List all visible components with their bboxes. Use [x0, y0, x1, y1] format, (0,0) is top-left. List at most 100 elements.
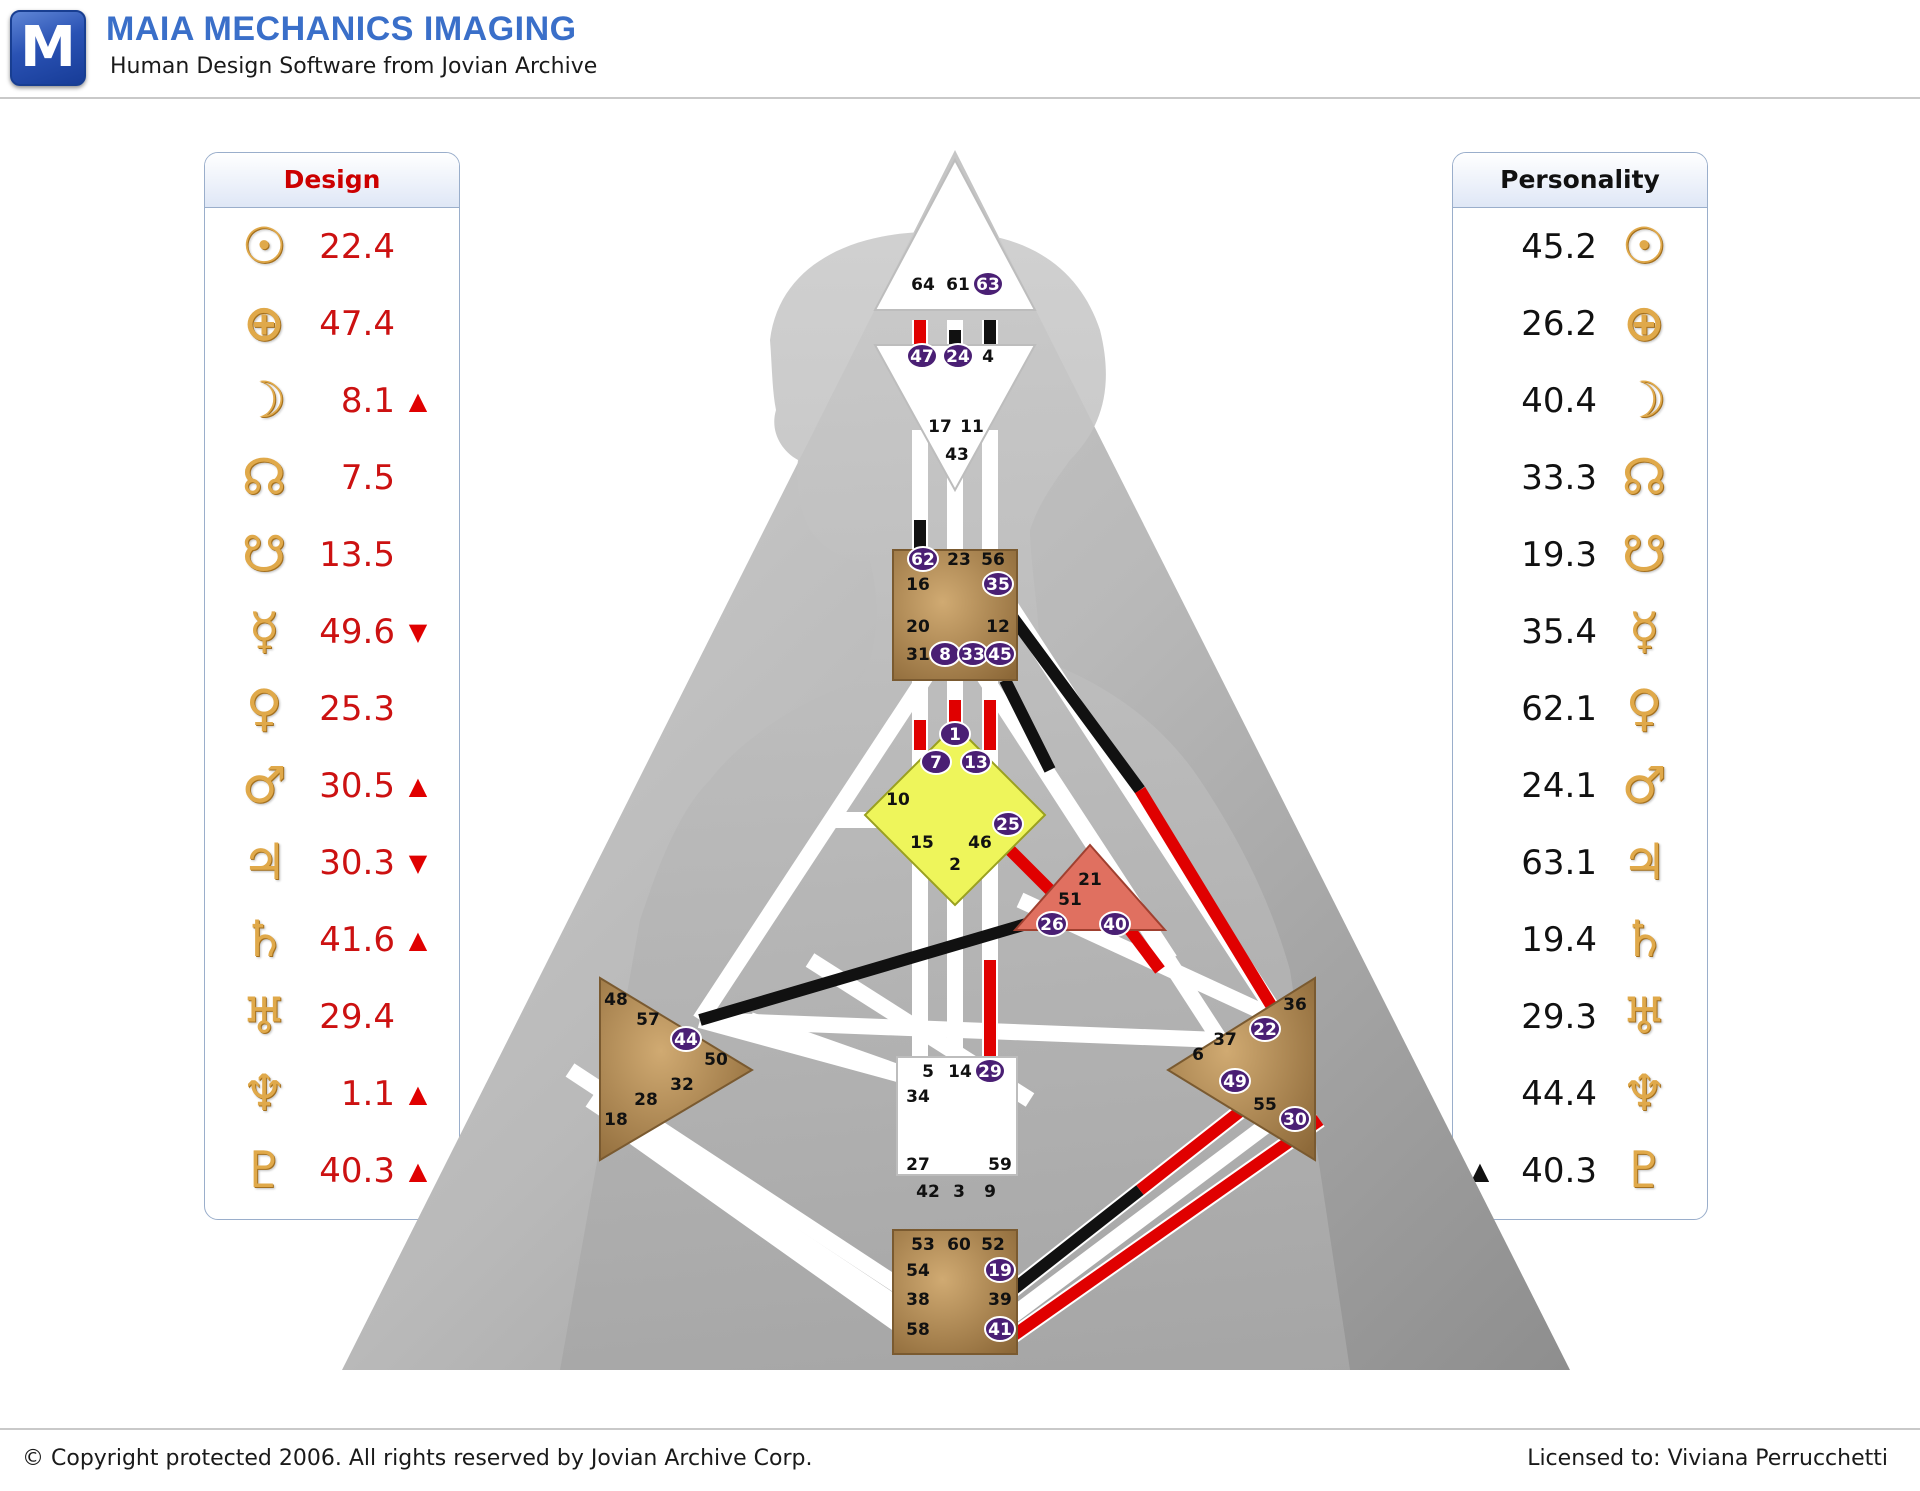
planet-gate-value: 40.3 [319, 1151, 395, 1191]
fixation-arrow-icon: ▲ [1470, 1157, 1490, 1185]
neptune-icon: ♆ [241, 1064, 287, 1122]
planet-row: ♄41.6▲ [205, 906, 459, 976]
gate-number: 38 [906, 1290, 930, 1310]
gate-number: 22 [1253, 1020, 1277, 1040]
saturn-icon: ♄ [1621, 910, 1667, 968]
venus-icon: ♀ [245, 679, 283, 737]
gate-number: 55 [1253, 1095, 1277, 1115]
gate-number: 10 [886, 790, 910, 810]
personality-panel-title: Personality [1453, 153, 1707, 208]
gate-number: 51 [1058, 890, 1082, 910]
gate-number: 64 [911, 275, 935, 295]
planet-gate-value: 40.4 [1521, 381, 1597, 421]
gate-number: 46 [968, 833, 992, 853]
active-gate-badge [920, 749, 952, 775]
planet-row: ☋19.3 [1453, 521, 1707, 591]
active-channel [996, 1115, 1324, 1350]
fixation-arrow-icon: ▲ [408, 926, 428, 954]
planet-gate-value: 13.5 [319, 535, 395, 575]
planet-gate-value: 29.3 [1521, 997, 1597, 1037]
gate-number: 37 [1213, 1030, 1237, 1050]
planet-gate-value: 63.1 [1521, 843, 1597, 883]
gate-number: 2 [949, 855, 961, 875]
gate-number: 41 [988, 1320, 1012, 1340]
gate-number: 40 [1103, 915, 1127, 935]
gate-number: 8 [939, 645, 951, 665]
planet-gate-value: 47.4 [319, 304, 395, 344]
planet-gate-value: 29.4 [319, 997, 395, 1037]
gate-number: 53 [911, 1235, 935, 1255]
gate-number: 60 [947, 1235, 971, 1255]
gate-number: 59 [988, 1155, 1012, 1175]
planet-row: ☊33.3 [1453, 444, 1707, 514]
planet-row: ⊕26.2 [1453, 290, 1707, 360]
fixation-arrow-icon: ▲ [408, 387, 428, 415]
active-gate-badge [1036, 911, 1068, 937]
header-divider [0, 97, 1920, 99]
planet-row: ♅29.3 [1453, 983, 1707, 1053]
moon-icon: ☽ [1621, 371, 1667, 429]
pluto-icon: ♇ [1621, 1141, 1667, 1199]
sun-icon: ☉ [1621, 217, 1667, 275]
planet-row: ♇40.3▲ [205, 1137, 459, 1207]
gate-number: 43 [945, 445, 969, 465]
planet-gate-value: 25.3 [319, 689, 395, 729]
gate-number: 18 [604, 1110, 628, 1130]
sun-icon: ☉ [241, 217, 287, 275]
channel-line [693, 665, 937, 1025]
active-channel [1125, 926, 1165, 974]
earth-icon: ⊕ [243, 294, 285, 352]
active-gate-badge [1279, 1106, 1311, 1132]
planet-row: ♆44.4 [1453, 1060, 1707, 1130]
gate-number: 42 [916, 1182, 940, 1202]
planet-gate-value: 41.6 [319, 920, 395, 960]
gate-number: 27 [906, 1155, 930, 1175]
gate-number: 21 [1078, 870, 1102, 890]
planet-row: ☉45.2 [1453, 213, 1707, 283]
footer-divider [0, 1428, 1920, 1430]
planet-gate-value: 62.1 [1521, 689, 1597, 729]
gate-number: 48 [604, 990, 628, 1010]
gate-number: 63 [976, 275, 1000, 295]
planet-gate-value: 22.4 [319, 227, 395, 267]
gate-number: 35 [986, 575, 1010, 595]
planet-row: ☿35.4 [1453, 598, 1707, 668]
design-panel-title: Design [205, 153, 459, 208]
pluto-icon: ♇ [241, 1141, 287, 1199]
gate-number: 26 [1040, 915, 1064, 935]
active-gate-badge [984, 1257, 1016, 1283]
gate-number: 30 [1283, 1110, 1307, 1130]
gate-number: 9 [984, 1182, 996, 1202]
planet-gate-value: 19.3 [1521, 535, 1597, 575]
planet-gate-value: 49.6 [319, 612, 395, 652]
gate-number: 17 [928, 417, 952, 437]
active-channel [999, 677, 1056, 773]
active-channel [995, 596, 1145, 794]
gate-number: 1 [949, 725, 961, 745]
planet-row: ♃63.1 [1453, 829, 1707, 899]
planet-gate-value: 33.3 [1521, 458, 1597, 498]
mercury-icon: ☿ [1628, 602, 1660, 660]
planet-gate-value: 7.5 [340, 458, 395, 498]
gate-number: 5 [922, 1062, 934, 1082]
active-gate-badge [1249, 1016, 1281, 1042]
earth-icon: ⊕ [1623, 294, 1665, 352]
planet-row: ♂24.1 [1453, 752, 1707, 822]
channel-line [699, 1012, 1221, 1048]
app-subtitle: Human Design Software from Jovian Archiv… [110, 54, 598, 79]
active-gate-badge [942, 343, 974, 369]
planet-row: ☽ 40.4 [1453, 367, 1707, 437]
active-channel [996, 1185, 1144, 1305]
gate-number: 52 [981, 1235, 1005, 1255]
gate-number: 25 [996, 815, 1020, 835]
fixation-arrow-icon: ▲ [408, 772, 428, 800]
planet-gate-value: 30.3 [319, 843, 395, 883]
fixation-arrow-icon: ▲ [408, 1080, 428, 1108]
north-node-icon: ☊ [241, 448, 287, 506]
app-header: M MAIA MECHANICS IMAGING Human Design So… [0, 0, 1920, 97]
planet-gate-value: 44.4 [1521, 1074, 1597, 1114]
gate-number: 7 [930, 753, 942, 773]
planet-gate-value: 30.5 [319, 766, 395, 806]
gate-number: 16 [906, 575, 930, 595]
planet-gate-value: 19.4 [1521, 920, 1597, 960]
